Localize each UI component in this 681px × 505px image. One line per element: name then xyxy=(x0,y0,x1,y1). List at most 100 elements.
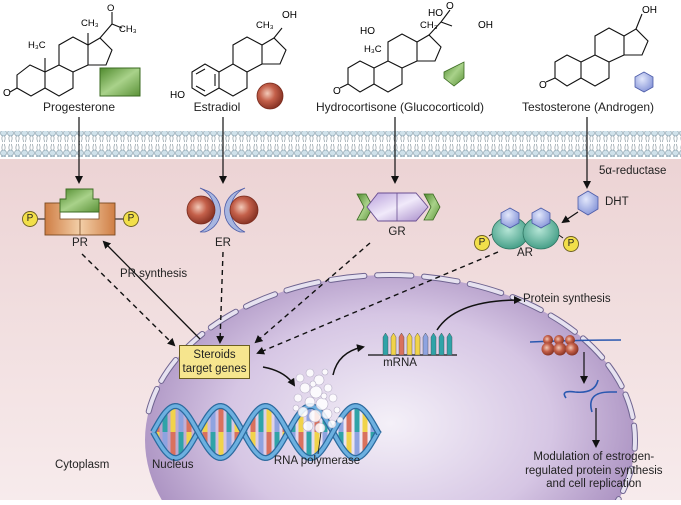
polymerase-bubble xyxy=(315,397,329,411)
dna-base xyxy=(266,406,272,432)
progesterone-label-ch3: CH₃ xyxy=(81,18,99,29)
dna-base xyxy=(226,410,232,432)
pr-phospho-label-right: P xyxy=(127,213,135,224)
ribosome-translation xyxy=(529,335,622,356)
pr-synthesis-arrow xyxy=(102,240,201,340)
modulation-text: Modulation of estrogen- regulated protei… xyxy=(504,451,681,492)
rna-polymerase-label: RNA polymerase xyxy=(273,455,361,467)
testosterone-label-o: O xyxy=(539,80,547,91)
dna-base xyxy=(178,407,184,432)
pr-to-genes-dashed xyxy=(81,253,176,347)
ar-receptor xyxy=(474,207,579,252)
ar-phospho-left xyxy=(474,235,490,251)
polymerase-bubble xyxy=(314,422,326,434)
dna-base xyxy=(202,419,208,432)
dna-base xyxy=(274,413,280,432)
progesterone-shape xyxy=(99,67,141,97)
dna-base xyxy=(250,415,256,432)
pr-phospho-left xyxy=(22,211,38,227)
dht-hexagon xyxy=(577,190,599,216)
ar-to-genes-dashed xyxy=(256,251,499,355)
nucleus-label: Nucleus xyxy=(152,459,194,471)
polymerase-bubble xyxy=(293,393,303,403)
lipid-bilayer xyxy=(0,131,681,157)
rna-polymerase-pointer xyxy=(317,431,322,455)
polymerase-bubble xyxy=(292,404,300,412)
genes-to-polymerase-arrow xyxy=(262,366,296,387)
estradiol-label-ho: HO xyxy=(170,90,185,101)
hydrocortisone-label: Hydrocortisone (Glucocorticold) xyxy=(315,100,485,114)
dna-base xyxy=(186,416,192,432)
ar-phospho-label-left: P xyxy=(478,237,486,248)
steroid-target-genes-box: Steroids target genes xyxy=(179,345,250,379)
folded-protein xyxy=(563,379,617,413)
polymerase-bubble xyxy=(333,406,341,414)
polymerase-bubble xyxy=(299,382,311,394)
ar-phospho-right xyxy=(563,236,579,252)
dna-base xyxy=(354,406,360,432)
mrna-base xyxy=(398,332,405,356)
pr-synthesis-label: PR synthesis xyxy=(120,268,188,280)
dna-base xyxy=(306,406,312,432)
polymerase-bubble xyxy=(308,409,322,423)
testosterone-shape xyxy=(634,71,654,93)
ar-label: AR xyxy=(517,247,533,259)
target-box-line1: Steroids xyxy=(193,349,236,361)
dna-base xyxy=(170,406,176,432)
mrna-base xyxy=(382,332,389,356)
pr-phospho-label-left: P xyxy=(26,213,34,224)
polymerase-bubble xyxy=(305,368,315,378)
testosterone-structure xyxy=(545,13,649,87)
hydrocortisone-label-ch3: CH₃ xyxy=(420,20,438,31)
polymerase-bubble xyxy=(313,374,325,386)
hydrocortisone-label-ho2: HO xyxy=(428,8,443,19)
polymerase-bubble xyxy=(321,368,329,376)
polymerase-bubble xyxy=(297,406,309,418)
mrna-to-protein-arrow xyxy=(436,296,522,331)
progesterone-label-h3c: H₃C xyxy=(28,40,46,51)
mrna-base xyxy=(430,332,437,356)
gr-receptor xyxy=(356,192,441,222)
progesterone-structure xyxy=(9,12,123,97)
polymerase-bubble xyxy=(320,392,328,400)
hydrocortisone-label-o2: O xyxy=(446,1,454,12)
dht-label: DHT xyxy=(605,196,629,208)
polymerase-bubble xyxy=(321,408,333,420)
mrna-base xyxy=(422,332,429,356)
polymerase-bubble xyxy=(328,393,338,403)
hydrocortisone-shape xyxy=(443,61,465,87)
estradiol-label-oh: OH xyxy=(282,10,297,21)
gr-to-genes-dashed xyxy=(254,242,371,344)
dna-base xyxy=(298,411,304,432)
estradiol-structure xyxy=(191,27,287,97)
progesterone-label-ch3b: CH₃ xyxy=(119,24,137,35)
polymerase-bubble xyxy=(327,419,337,429)
polymerase-bubble xyxy=(309,385,323,399)
cytoplasm-label: Cytoplasm xyxy=(55,459,110,471)
estradiol-label: Estradiol xyxy=(193,100,241,114)
modulation-line2: regulated protein synthesis xyxy=(525,464,663,477)
estradiol-shape xyxy=(256,82,284,110)
dna-base xyxy=(218,406,224,432)
target-box-line2: target genes xyxy=(182,363,247,375)
er-label: ER xyxy=(215,237,231,249)
mrna-strand xyxy=(368,332,457,356)
hydrocortisone-label-h3c: H₃C xyxy=(364,44,382,55)
mrna-label: mRNA xyxy=(383,357,417,369)
dna-base xyxy=(162,412,168,432)
progesterone-label-o2: O xyxy=(107,3,114,14)
mrna-base xyxy=(438,332,445,356)
dna-base xyxy=(362,411,368,432)
modulation-line1: Modulation of estrogen- xyxy=(533,451,655,463)
dna-base xyxy=(346,408,352,432)
mrna-base xyxy=(390,332,397,356)
polymerase-bubble xyxy=(302,420,314,432)
pr-receptor xyxy=(22,188,139,236)
gr-label: GR xyxy=(388,226,406,238)
nuclear-envelope xyxy=(145,272,638,505)
polymerase-bubble xyxy=(304,396,316,408)
polymerase-to-mrna-arrow xyxy=(332,344,365,376)
progesterone-label: Progesterone xyxy=(42,100,116,114)
